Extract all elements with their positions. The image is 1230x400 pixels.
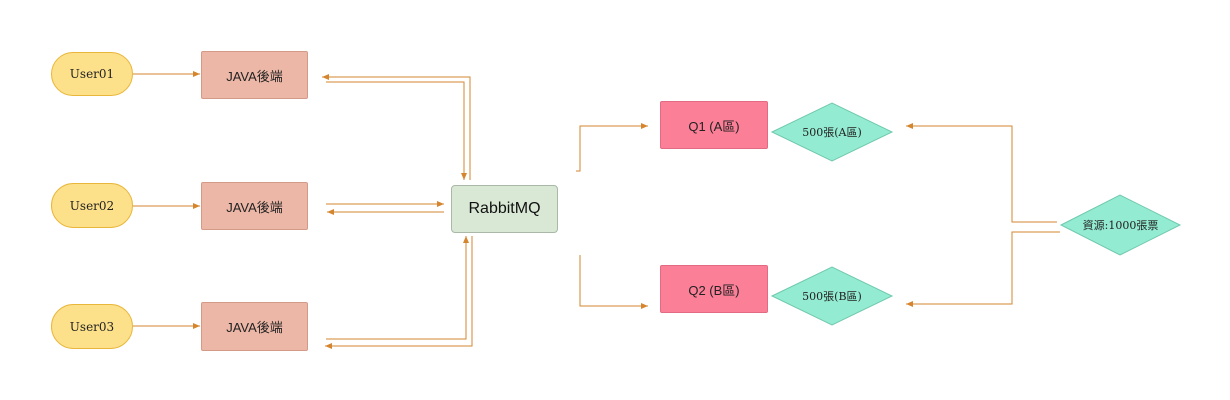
user02-node: User02 (51, 183, 133, 228)
backend3-node: JAVA後端 (201, 302, 308, 351)
rabbitmq-node: RabbitMQ (451, 185, 558, 233)
edge-mq-to-backend3 (325, 236, 473, 349)
edge-mq-to-q2 (579, 255, 648, 309)
user03-node: User03 (51, 304, 133, 349)
edge-resource-to-a (906, 123, 1057, 223)
edge-mq-to-q1 (576, 123, 648, 172)
allocation-diamond-b (770, 266, 894, 326)
user01-node: User01 (51, 52, 133, 96)
backend1-node: JAVA後端 (201, 51, 308, 99)
queue-q2-node: Q2 (B區) (660, 265, 768, 313)
edge-resource-to-b (906, 231, 1060, 307)
allocation-diamond-a (770, 102, 894, 162)
queue-q1-node: Q1 (A區) (660, 101, 768, 149)
edge-backend1-to-mq (326, 81, 467, 180)
edge-mq-to-backend1 (322, 74, 471, 180)
backend2-node: JAVA後端 (201, 182, 308, 230)
edge-backend3-to-mq (326, 236, 469, 340)
resource-diamond (1059, 194, 1182, 256)
